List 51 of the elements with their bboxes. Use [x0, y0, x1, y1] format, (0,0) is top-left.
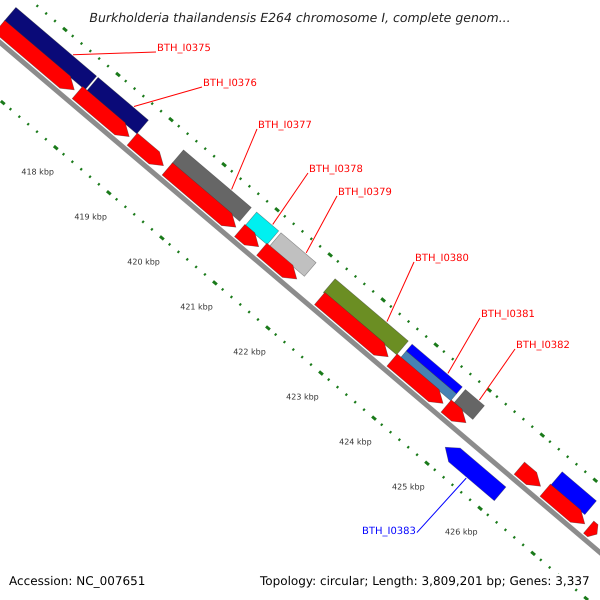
leader-line: [134, 86, 202, 108]
gene-label: BTH_I0378: [309, 164, 363, 175]
gene-label: BTH_I0382: [516, 340, 570, 351]
gene-label: BTH_I0380: [415, 253, 469, 264]
scale-label: 420 kbp: [127, 257, 160, 266]
gene-feature: [0, 20, 75, 90]
footer-text: Topology: circular; Length: 3,809,201 bp; Genes: 3,337: [260, 574, 590, 588]
scale-label: 425 kbp: [392, 482, 425, 492]
gene-label: BTH_I0383: [362, 526, 416, 537]
footer-text: Accession: NC_007651: [9, 574, 146, 588]
scale-label: 419 kbp: [74, 212, 107, 222]
gene-label: BTH_I0377: [258, 120, 312, 131]
gene-label: BTH_I0379: [338, 187, 392, 198]
gene-feature: [244, 212, 280, 246]
scale-label: 418 kbp: [21, 167, 54, 176]
leader-line: [272, 172, 308, 225]
leader-line: [72, 52, 156, 56]
gene-feature: [400, 344, 463, 402]
gene-feature: [540, 484, 586, 524]
gene-feature: [162, 162, 236, 228]
title: Burkholderia thailandensis E264 chromosome I, complete genom...: [88, 10, 512, 25]
scale-label: 423 kbp: [286, 392, 319, 402]
gene-feature: [453, 389, 485, 420]
gene-feature: [234, 224, 260, 248]
gene-feature: [86, 76, 149, 134]
gene-feature: [322, 278, 409, 356]
leader-line: [416, 478, 467, 534]
scale-label: 421 kbp: [180, 302, 213, 312]
gene-feature: [386, 353, 444, 404]
gene-label: BTH_I0375: [157, 43, 211, 54]
gene-label: BTH_I0381: [481, 309, 535, 320]
gene-feature: [268, 232, 317, 277]
gene-feature: [256, 242, 298, 280]
leader-line: [306, 196, 338, 254]
gene-feature: [514, 462, 542, 487]
gene-feature: [126, 132, 164, 166]
gene-feature: [550, 471, 597, 516]
leader-line: [386, 262, 414, 322]
scale-label: 424 kbp: [339, 437, 372, 446]
gene-feature: [444, 446, 506, 502]
gene-feature: [72, 86, 130, 137]
scale-label: 426 kbp: [445, 527, 478, 536]
leader-line: [231, 128, 258, 190]
gene-label: BTH_I0376: [203, 78, 257, 89]
scale-label: 422 kbp: [233, 347, 266, 356]
gene-feature: [583, 520, 598, 538]
gene-feature: [440, 399, 466, 424]
leader-line: [478, 348, 516, 401]
gene-feature: [314, 292, 389, 358]
gene-feature: [171, 149, 252, 222]
leader-line: [447, 318, 480, 374]
